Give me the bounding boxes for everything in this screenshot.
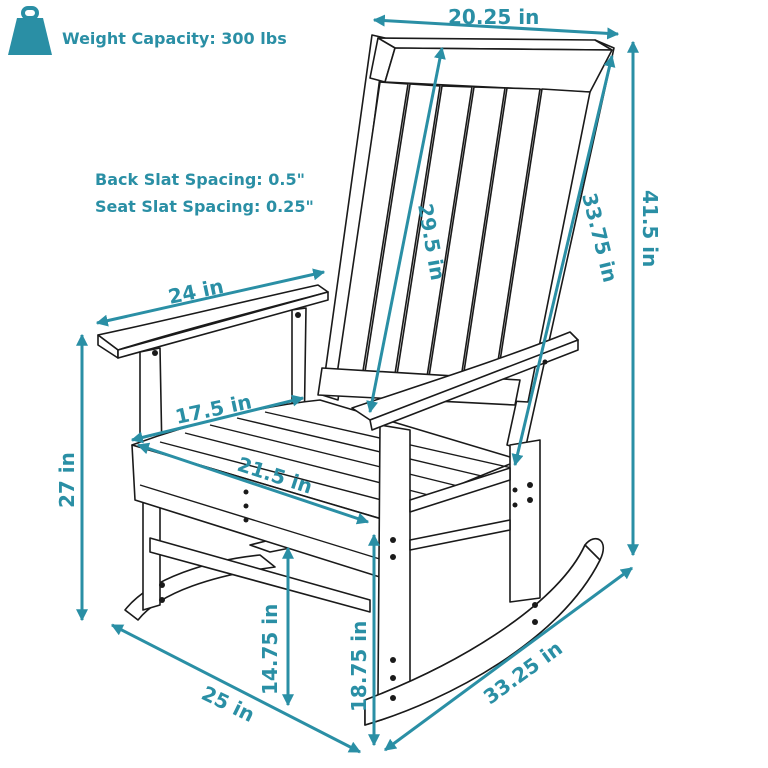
top-width-label: 20.25 in [448,5,539,29]
back-diagonal-label: 33.75 in [577,190,622,284]
base-depth-label: 25 in [198,681,259,727]
dimension-arrows [76,14,639,754]
arm-length-label: 24 in [166,274,226,309]
weight-icon [8,6,52,55]
arm-height-label: 27 in [55,452,79,508]
weight-capacity-label: Weight Capacity: 300 lbs [62,29,287,48]
seat-height-label: 14.75 in [258,604,282,695]
seat-slat-spacing-label: Seat Slat Spacing: 0.25" [95,197,314,216]
back-slat-spacing-label: Back Slat Spacing: 0.5" [95,170,305,189]
front-height-label: 18.75 in [347,621,371,712]
total-height-label: 41.5 in [638,190,662,267]
